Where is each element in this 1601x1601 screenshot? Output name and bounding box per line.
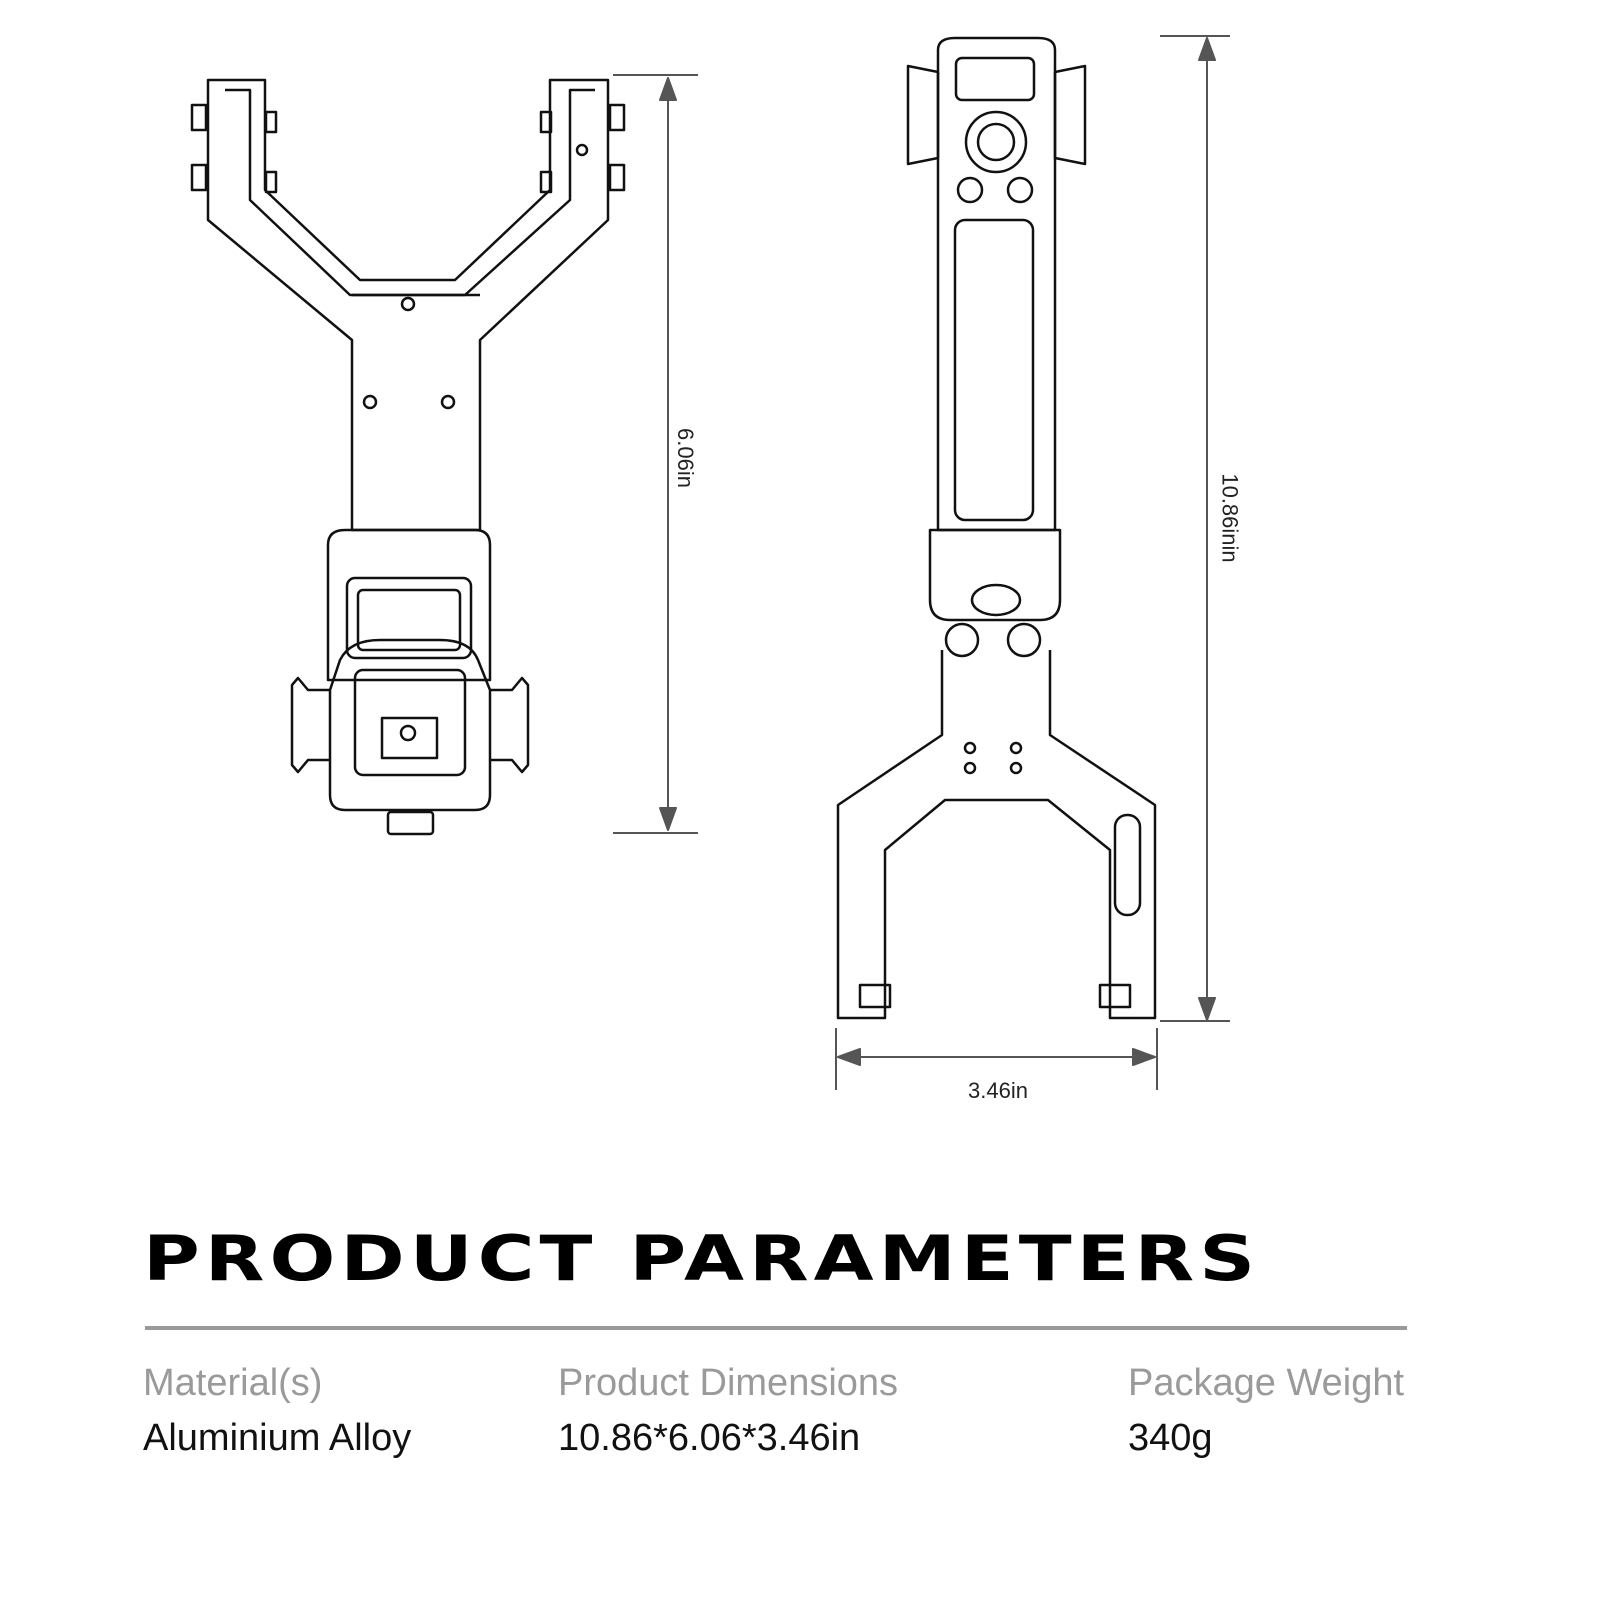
left-dimension-lines: [613, 74, 698, 834]
param-value: 10.86*6.06*3.46in: [558, 1417, 861, 1459]
param-label: Product Dimensions: [558, 1362, 899, 1404]
param-materials: Material(s) Aluminium Alloy: [143, 1362, 411, 1460]
left-height-label: 6.06in: [672, 428, 698, 488]
section-title: PRODUCT PARAMETERS: [143, 1222, 1261, 1295]
param-dimensions: Product Dimensions 10.86*6.06*3.46in: [558, 1362, 898, 1460]
param-value: Aluminium Alloy: [143, 1417, 412, 1459]
right-dimension-lines: [835, 35, 1230, 1090]
left-view-drawing: [190, 78, 626, 836]
right-view-drawing: [836, 36, 1157, 1020]
param-label: Package Weight: [1128, 1362, 1405, 1404]
right-width-label: 3.46in: [968, 1078, 1028, 1103]
right-height-label: 10.86inin: [1217, 473, 1243, 563]
param-label: Material(s): [143, 1362, 323, 1404]
divider: [145, 1326, 1407, 1330]
param-value: 340g: [1128, 1417, 1213, 1459]
param-weight: Package Weight 340g: [1128, 1362, 1404, 1460]
